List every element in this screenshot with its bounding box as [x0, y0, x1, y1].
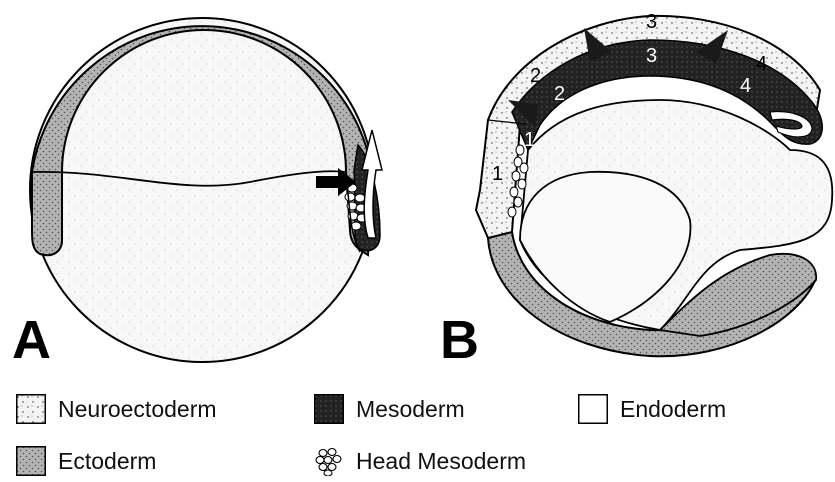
legend-label-mesoderm: Mesoderm [356, 396, 465, 423]
neuro-region-1: 1 [492, 163, 503, 185]
mesoderm-swatch [314, 394, 344, 424]
embryo-diagram: A 1 2 [0, 0, 835, 388]
legend-label-ectoderm: Ectoderm [58, 448, 156, 475]
meso-region-1: 1 [524, 129, 535, 151]
neuro-region-2: 2 [530, 65, 541, 87]
panel-b-embryo: 1 2 3 4 1 2 3 4 B [440, 11, 832, 370]
legend-item-endoderm: Endoderm [578, 394, 726, 424]
panel-a-outline [30, 18, 374, 362]
neuro-region-3: 3 [646, 11, 657, 33]
legend-item-neuroectoderm: Neuroectoderm [16, 394, 217, 424]
meso-region-4: 4 [740, 75, 751, 97]
head-mesoderm-swatch [314, 446, 344, 476]
panel-a-label: A [12, 310, 51, 370]
ectoderm-swatch [16, 446, 46, 476]
legend-label-endoderm: Endoderm [620, 396, 726, 423]
panel-a-embryo: A [12, 18, 382, 370]
meso-region-2: 2 [554, 83, 565, 105]
neuroectoderm-swatch [16, 394, 46, 424]
legend-label-head-mesoderm: Head Mesoderm [356, 448, 526, 475]
legend-label-neuroectoderm: Neuroectoderm [58, 396, 217, 423]
legend: Neuroectoderm Mesoderm Endoderm Ectoderm [0, 388, 835, 482]
neuro-region-4: 4 [756, 53, 767, 75]
legend-item-head-mesoderm: Head Mesoderm [314, 446, 526, 476]
meso-region-3: 3 [646, 45, 657, 67]
panel-b-label: B [440, 310, 479, 370]
legend-item-mesoderm: Mesoderm [314, 394, 465, 424]
endoderm-swatch [578, 394, 608, 424]
legend-item-ectoderm: Ectoderm [16, 446, 156, 476]
